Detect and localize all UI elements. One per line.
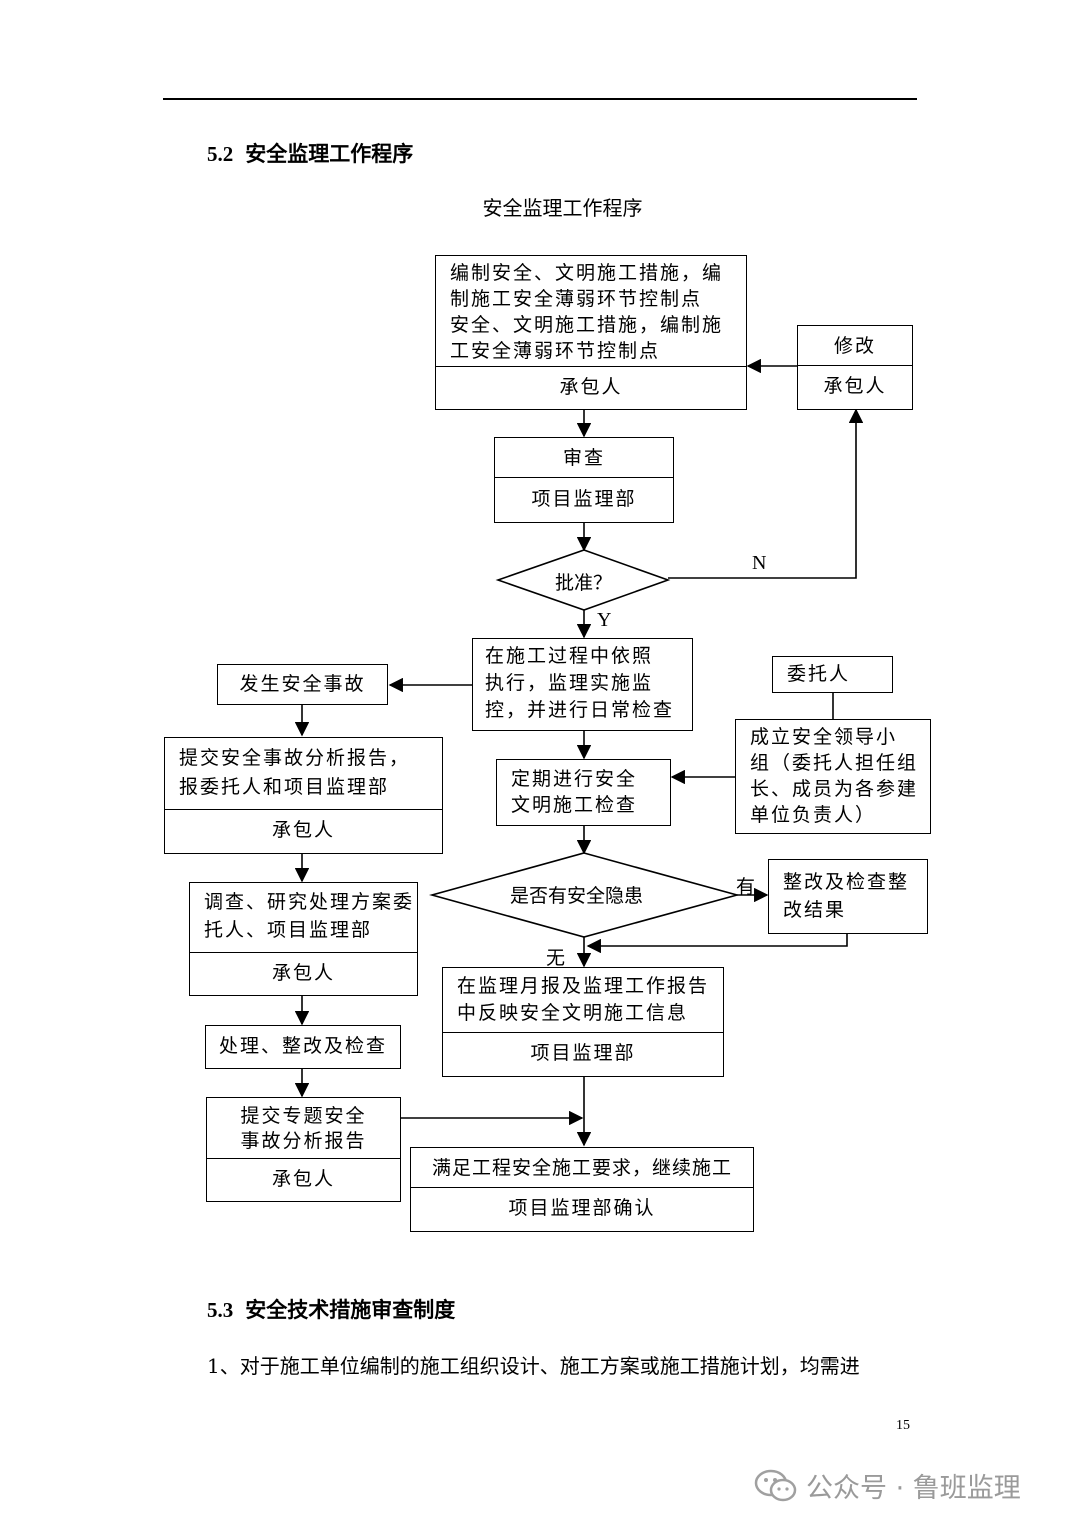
arrow-approve-revise [668,408,864,579]
node-periodic-check: 定期进行安全 文明施工检查 [496,759,671,826]
watermark: 公众号 · 鲁班监理 [754,1466,1021,1505]
node-accident-report: 提交安全事故分析报告， 报委托人和项目监理部 承包人 [164,737,443,854]
label-no: N [752,552,767,574]
approve-question: 批准？ [555,572,613,594]
node-investigate: 调查、研究处理方案委 托人、项目监理部 承包人 [189,882,418,996]
node-client: 委托人 [772,656,893,693]
node-rectify: 整改及检查整 改结果 [768,859,928,934]
node-review: 审查 项目监理部 [494,437,674,523]
hazard-question: 是否有安全隐患 [510,885,644,907]
node-satisfy-role: 项目监理部确认 [411,1187,753,1231]
node-accident: 发生安全事故 [217,664,388,705]
node-compile-role: 承包人 [436,366,746,409]
label-none: 无 [546,947,566,969]
node-review-role: 项目监理部 [495,477,673,522]
flowchart-title: 安全监理工作程序 [482,196,643,220]
page-number: 15 [896,1418,910,1433]
node-compile-measures: 编制安全、文明施工措施，编 制施工安全薄弱环节控制点 安全、文明施工措施，编制施… [435,255,747,410]
node-handle: 处理、整改及检查 [205,1025,401,1069]
arrow-rectify-return [586,933,848,954]
node-monthly-report: 在监理月报及监理工作报告 中反映安全文明施工信息 项目监理部 [442,967,724,1077]
header-rule [163,98,917,100]
node-special-role: 承包人 [207,1158,400,1201]
node-report-role: 承包人 [165,809,442,853]
node-investigate-role: 承包人 [190,952,417,995]
node-execute: 在施工过程中依照 执行，监理实施监 控，并进行日常检查 [472,638,693,731]
node-monthly-role: 项目监理部 [443,1032,723,1076]
node-special-report: 提交专题安全 事故分析报告 承包人 [206,1097,401,1202]
node-safety-group: 成立安全领导小 组（委托人担任组 长、成员为各参建 单位负责人） [735,719,931,834]
node-revise: 修改 承包人 [797,325,913,410]
body-paragraph: 1、对于施工单位编制的施工组织设计、施工方案或施工措施计划，均需进 [207,1354,860,1378]
wechat-icon [754,1469,797,1501]
node-revise-role: 承包人 [798,365,912,409]
approve-diamond [495,549,671,611]
hazard-diamond [428,852,741,938]
label-yes: Y [597,609,612,631]
node-continue-construction: 满足工程安全施工要求，继续施工 项目监理部确认 [410,1147,754,1232]
label-has: 有 [736,876,756,898]
